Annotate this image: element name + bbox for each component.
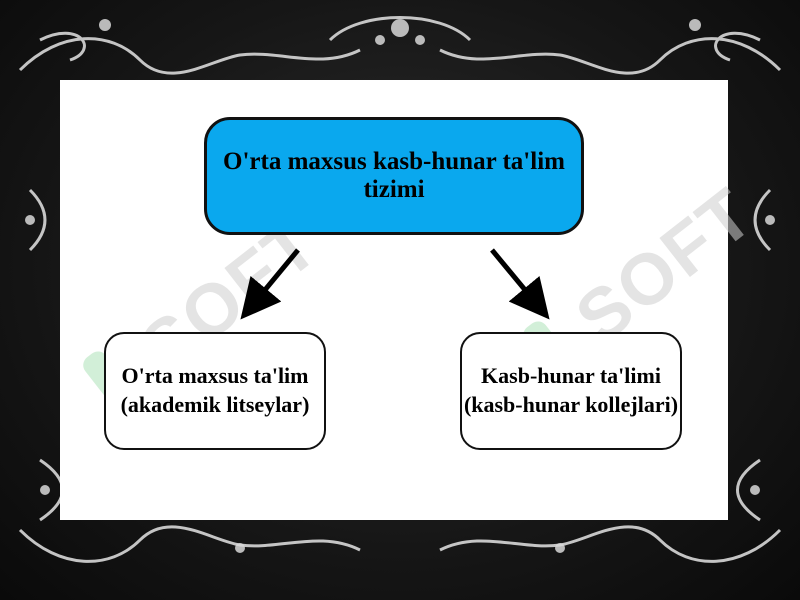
arrow-right bbox=[490, 248, 550, 320]
child-node-vocational-colleges: Kasb-hunar ta'limi (kasb-hunar kollejlar… bbox=[460, 332, 682, 450]
arrow-left bbox=[240, 248, 300, 320]
child-node-academic-lyceums: O'rta maxsus ta'lim (akademik litseylar) bbox=[104, 332, 326, 450]
child-node-title: Kasb-hunar ta'limi bbox=[481, 363, 661, 389]
root-node: O'rta maxsus kasb-hunar ta'lim tizimi bbox=[204, 117, 584, 235]
child-node-title: O'rta maxsus ta'lim bbox=[121, 363, 309, 389]
root-node-label: O'rta maxsus kasb-hunar ta'lim tizimi bbox=[223, 148, 565, 203]
connector-arrows bbox=[240, 248, 550, 320]
child-node-subtitle: (kasb-hunar kollejlari) bbox=[463, 392, 679, 417]
slide-canvas: SOFT SOFT O'rta maxsus kasb-hunar ta'lim… bbox=[60, 80, 768, 520]
child-node-subtitle: (akademik litseylar) bbox=[120, 392, 310, 417]
